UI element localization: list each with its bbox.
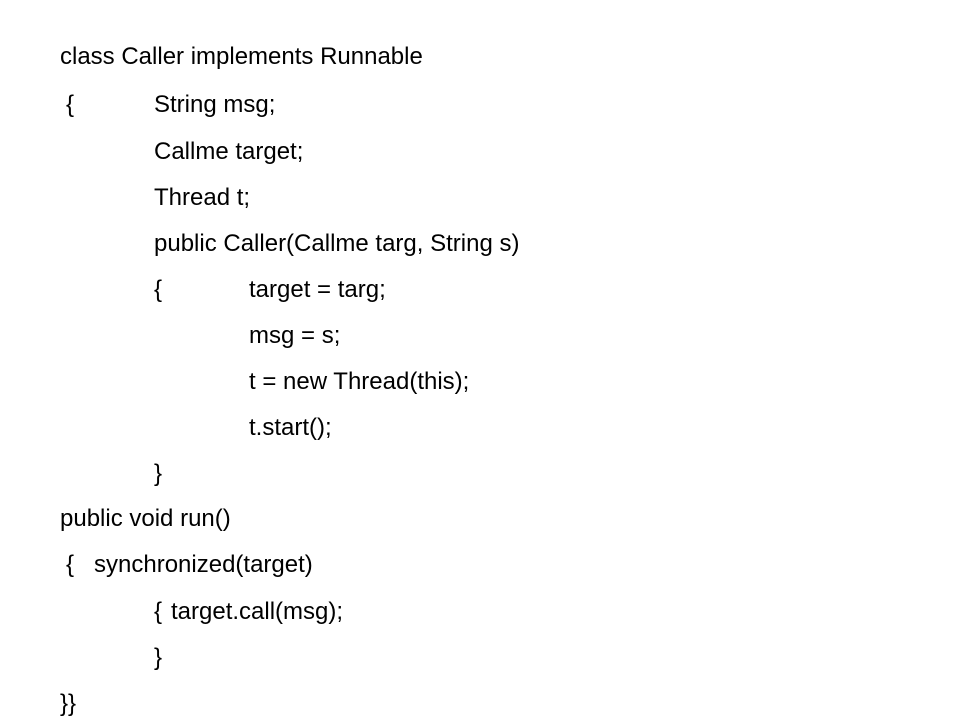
code-open-brace-constructor: { <box>154 276 163 303</box>
code-line-callme-target: Callme target; <box>154 138 304 165</box>
code-open-brace-synchronized: { <box>154 598 163 625</box>
code-line-constructor-signature: public Caller(Callme targ, String s) <box>154 230 520 257</box>
code-line-msg-assign: msg = s; <box>249 322 341 349</box>
code-line-string-msg: String msg; <box>154 91 276 118</box>
code-line-target-call: target.call(msg); <box>171 598 344 625</box>
code-line-run-signature: public void run() <box>60 505 231 532</box>
code-line-thread-new: t = new Thread(this); <box>249 368 470 395</box>
code-close-brace-constructor: } <box>154 460 163 487</box>
code-close-braces-end: }} <box>60 690 77 717</box>
code-close-brace-synchronized: } <box>154 644 163 671</box>
code-open-brace-class: { <box>66 91 75 118</box>
code-line-target-assign: target = targ; <box>249 276 386 303</box>
code-line-synchronized: synchronized(target) <box>94 551 313 578</box>
code-open-brace-run: { <box>66 551 75 578</box>
code-line-thread-start: t.start(); <box>249 414 332 441</box>
code-line-class-declaration: class Caller implements Runnable <box>60 43 423 70</box>
code-line-thread-t: Thread t; <box>154 184 251 211</box>
